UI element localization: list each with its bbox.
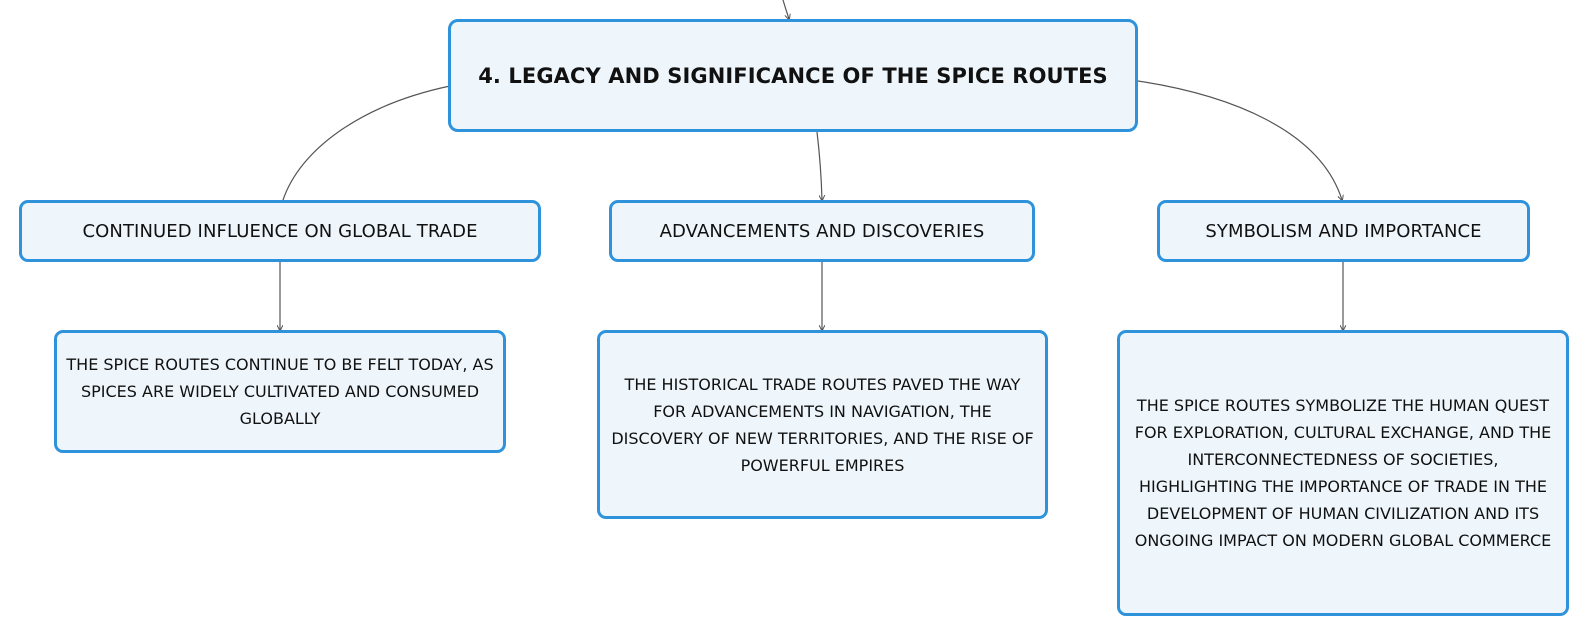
detail-text-advancements: THE HISTORICAL TRADE ROUTES PAVED THE WA… [611, 374, 1034, 475]
connector-root-to-branch-2 [1137, 80, 1342, 200]
detail-node-symbolism[interactable]: THE SPICE ROUTES SYMBOLIZE THE HUMAN QUE… [1117, 330, 1569, 616]
detail-node-advancements[interactable]: THE HISTORICAL TRADE ROUTES PAVED THE WA… [597, 330, 1048, 519]
connector-root-to-branch-1 [816, 131, 822, 200]
detail-text-symbolism: THE SPICE ROUTES SYMBOLIZE THE HUMAN QUE… [1134, 396, 1552, 550]
detail-node-global-trade[interactable]: THE SPICE ROUTES CONTINUE TO BE FELT TOD… [54, 330, 506, 453]
root-topic-label: 4. LEGACY AND SIGNIFICANCE OF THE SPICE … [478, 63, 1108, 88]
branch-node-symbolism[interactable]: SYMBOLISM AND IMPORTANCE [1157, 200, 1530, 262]
connector-parent-to-root [782, 0, 789, 19]
connector-root-to-branch-0 [282, 85, 451, 201]
root-topic-node[interactable]: 4. LEGACY AND SIGNIFICANCE OF THE SPICE … [448, 19, 1138, 132]
branch-node-global-trade[interactable]: CONTINUED INFLUENCE ON GLOBAL TRADE [19, 200, 541, 262]
branch-label-symbolism: SYMBOLISM AND IMPORTANCE [1205, 220, 1482, 242]
detail-text-global-trade: THE SPICE ROUTES CONTINUE TO BE FELT TOD… [66, 355, 494, 428]
branch-label-global-trade: CONTINUED INFLUENCE ON GLOBAL TRADE [82, 220, 478, 242]
branch-label-advancements: ADVANCEMENTS AND DISCOVERIES [659, 220, 985, 242]
branch-node-advancements[interactable]: ADVANCEMENTS AND DISCOVERIES [609, 200, 1035, 262]
